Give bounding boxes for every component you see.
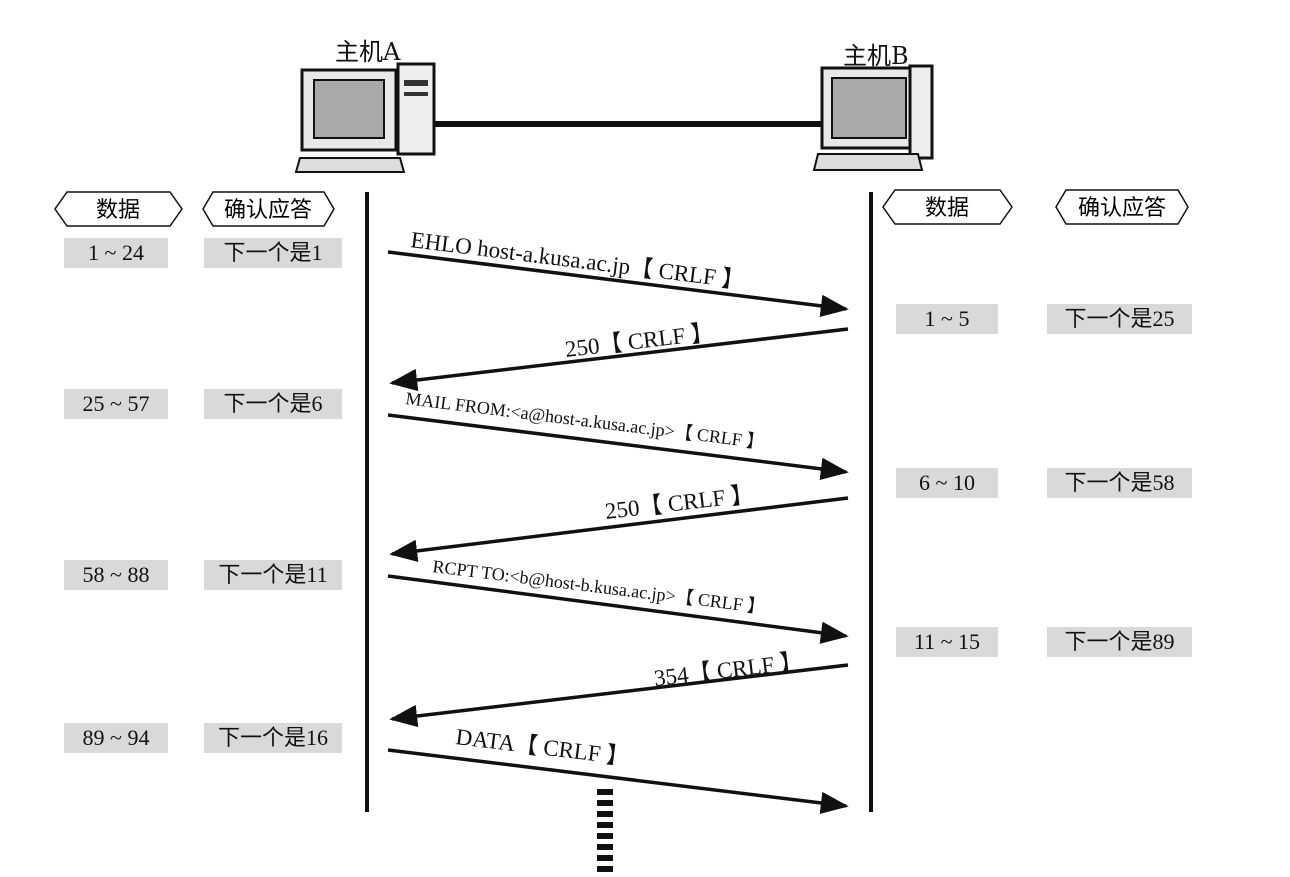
right-data-range: 6 ~ 10 <box>896 468 998 498</box>
left-data-range: 1 ~ 24 <box>64 238 168 268</box>
message-arrow-250-2 <box>389 496 849 563</box>
message-arrow-data <box>387 748 849 815</box>
right-ack-next: 下一个是58 <box>1047 468 1192 498</box>
left-ack-next: 下一个是16 <box>204 723 342 753</box>
message-label-354: 354【 CRLF 】 <box>653 649 804 691</box>
host-b-label: 主机B <box>843 42 909 70</box>
right-data-range: 1 ~ 5 <box>896 304 998 334</box>
right-data-header-shape <box>882 189 1013 225</box>
message-arrow-354 <box>389 663 849 728</box>
right-data-header: 数据 <box>925 196 969 221</box>
message-label-250-1: 250【 CRLF 】 <box>564 320 715 362</box>
message-arrow-rcpt-to <box>387 574 849 644</box>
right-ack-header: 确认应答 <box>1078 196 1166 221</box>
right-data-range: 11 ~ 15 <box>896 627 998 657</box>
message-arrow-250-1 <box>389 327 849 392</box>
left-ack-next: 下一个是1 <box>204 238 342 268</box>
left-data-range: 25 ~ 57 <box>64 389 168 419</box>
host-b-computer-icon <box>812 64 934 171</box>
message-arrow-mail-from <box>387 413 849 481</box>
left-data-header-shape <box>54 191 183 227</box>
host-a-computer-icon <box>294 62 436 173</box>
right-ack-next: 下一个是25 <box>1047 304 1192 334</box>
left-ack-next: 下一个是6 <box>204 389 342 419</box>
right-ack-next: 下一个是89 <box>1047 627 1192 657</box>
left-data-range: 89 ~ 94 <box>64 723 168 753</box>
host-a-label: 主机A <box>335 38 401 66</box>
left-data-header: 数据 <box>96 198 140 223</box>
left-ack-header-shape <box>202 191 335 227</box>
message-label-mail-from: MAIL FROM:<a@host-a.kusa.ac.jp>【 CRLF 】 <box>405 388 766 452</box>
left-ack-next: 下一个是11 <box>204 560 342 590</box>
continuation-dashes <box>597 789 613 872</box>
left-ack-header: 确认应答 <box>224 198 312 223</box>
message-arrow-ehlo <box>387 250 849 318</box>
right-ack-header-shape <box>1055 189 1189 225</box>
left-data-range: 58 ~ 88 <box>64 560 168 590</box>
